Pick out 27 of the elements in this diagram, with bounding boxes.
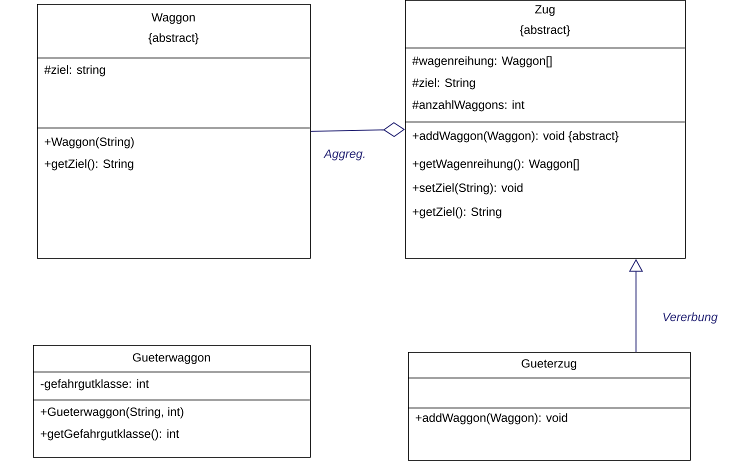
member-text: +getWagenreihung(): Waggon[]	[412, 159, 579, 170]
member-text: +getZiel(): String	[412, 207, 502, 218]
edge-label: Vererbung	[663, 312, 718, 324]
class-name: Gueterwaggon	[132, 353, 210, 364]
member-text: +getGefahrgutklasse(): int	[40, 429, 180, 440]
class-name: Zug	[535, 5, 555, 16]
member-text: #ziel: string	[44, 65, 105, 76]
edge-label: Aggreg.	[323, 150, 364, 160]
class-box	[32, 345, 311, 458]
member-text: #anzahlWaggons: int	[412, 100, 524, 112]
member-text: +Gueterwaggon(String, int)	[40, 407, 184, 418]
stereotype: {abstract}	[520, 25, 570, 36]
class-box	[404, 0, 686, 259]
class-box	[36, 4, 311, 259]
member-text: -gefahrgutklasse: int	[40, 379, 149, 390]
class-name: Gueterzug	[522, 359, 576, 370]
class-name: Waggon	[152, 13, 195, 24]
class-box	[408, 352, 691, 461]
member-text: #wagenreihung: Waggon[]	[412, 56, 552, 68]
member-text: +Waggon(String)	[44, 137, 134, 148]
member-text: +addWaggon(Waggon): void	[416, 413, 568, 424]
stereotype: {abstract}	[148, 33, 199, 44]
member-text: +addWaggon(Waggon): void {abstract}	[412, 131, 619, 142]
member-text: +setZiel(String): void	[412, 183, 522, 194]
member-text: #ziel: String	[412, 78, 475, 90]
member-text: +getZiel(): String	[44, 159, 134, 170]
aggregation-line	[310, 122, 405, 138]
